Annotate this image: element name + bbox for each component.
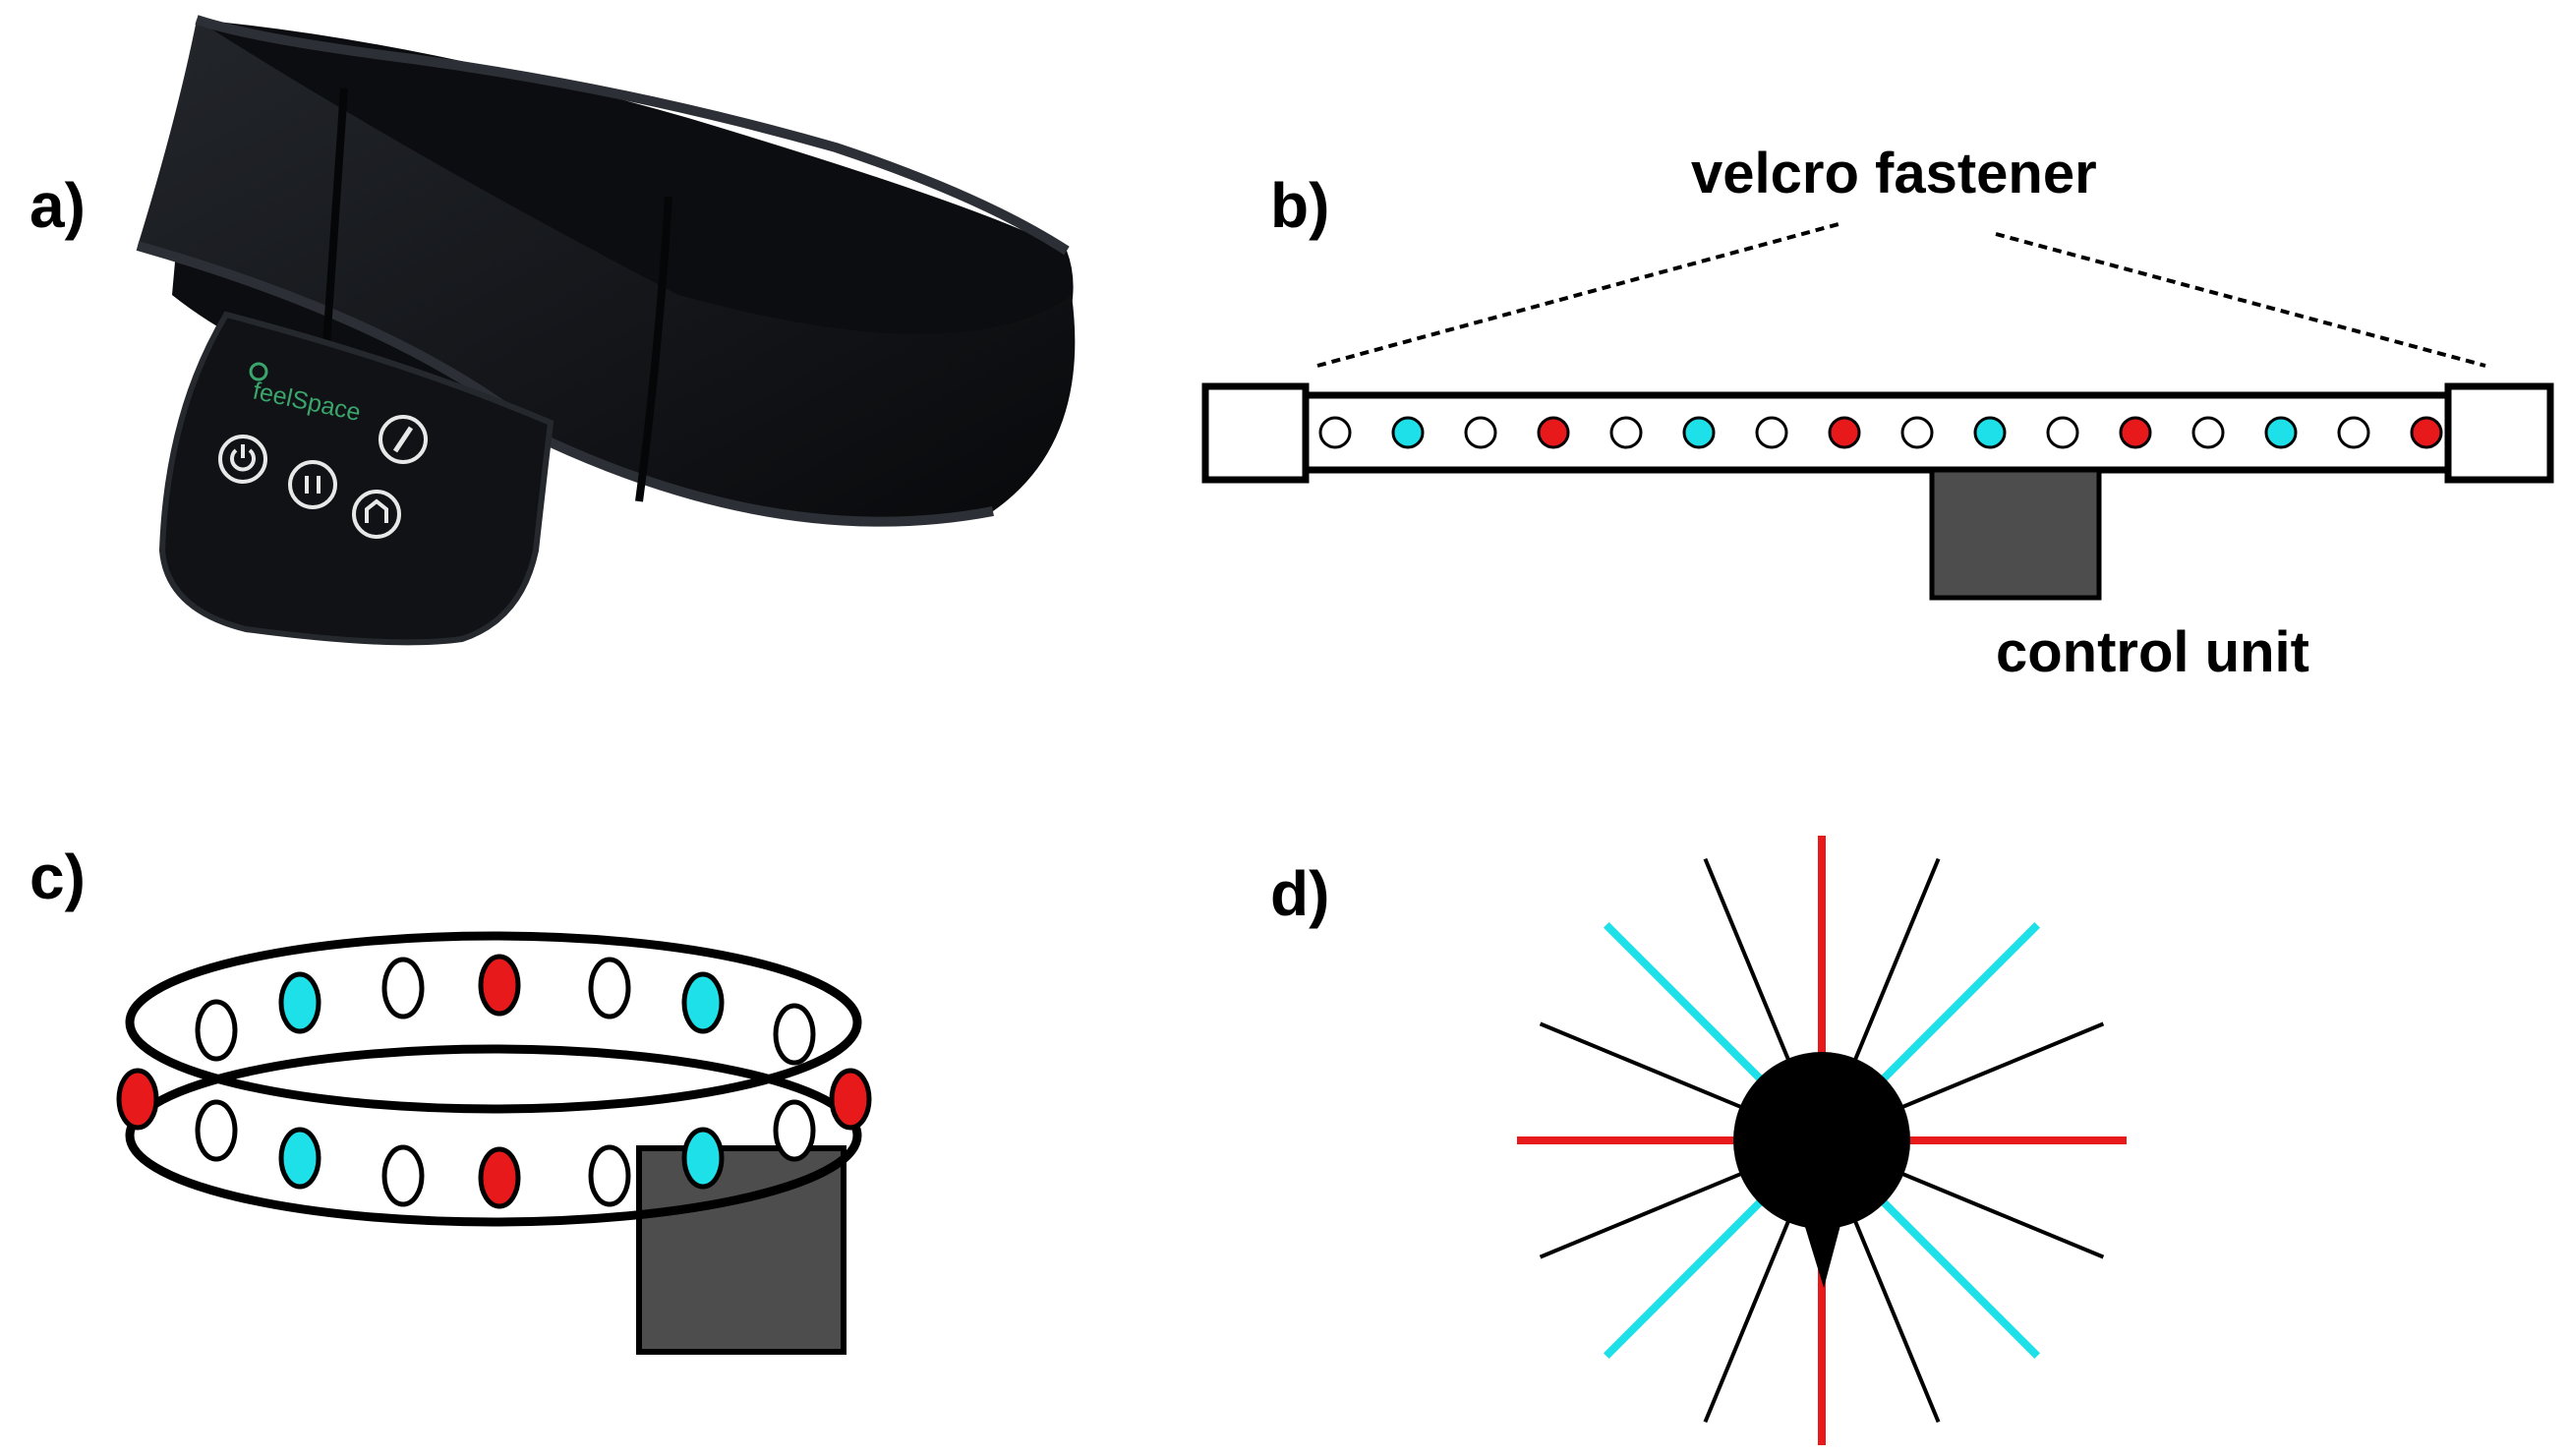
ring-upper [125, 931, 862, 1114]
power-icon [218, 435, 267, 484]
velcro-fastener-label: velcro fastener [1691, 142, 2097, 205]
direction-ray [1539, 1138, 1823, 1259]
ring-motor-cyan [681, 1127, 725, 1190]
strap-motor-cyan [2264, 416, 2298, 449]
strap-motor-cyan [1391, 416, 1425, 449]
pause-icon [288, 460, 337, 509]
home-icon [352, 490, 401, 539]
panel-label-c: c) [29, 842, 86, 912]
ring-control-unit [636, 1145, 847, 1355]
ring-motor-white [773, 1099, 816, 1162]
heading-pointer [1801, 1214, 1843, 1288]
direction-ray [1539, 1021, 1823, 1142]
strap-motor-white [1318, 416, 1352, 449]
direction-ray [1819, 1137, 2041, 1360]
direction-ray [1603, 921, 1825, 1143]
ring-lower [125, 1044, 862, 1227]
strap-motor-white [1755, 416, 1788, 449]
strap-motor-white [2337, 416, 2370, 449]
strap-motor-red [2119, 416, 2152, 449]
direction-ray [1821, 1021, 2105, 1142]
ring-motor-white [381, 1144, 425, 1207]
strap-motor-white [2046, 416, 2079, 449]
ring-motor-white [773, 1003, 816, 1066]
direction-ray [1603, 1137, 1825, 1360]
feelspace-logo: feelSpace [249, 362, 364, 427]
control-unit [1929, 467, 2102, 601]
panel-label-a: a) [29, 170, 86, 241]
velcro-callout-left [1316, 222, 1839, 368]
strap [1302, 391, 2452, 474]
direction-ray [1703, 1139, 1824, 1424]
strap-motor-red [1537, 416, 1570, 449]
ring-motor-red [829, 1068, 872, 1131]
panel-label-b: b) [1270, 170, 1330, 241]
center-blob [1733, 1052, 1910, 1229]
strap-motor-red [2410, 416, 2443, 449]
ring-motor-white [195, 999, 238, 1062]
ring-motor-cyan [278, 971, 321, 1034]
control-unit-label: control unit [1996, 620, 2309, 684]
strap-motor-white [1464, 416, 1497, 449]
strap-motor-white [2191, 416, 2225, 449]
strap-motor-red [1828, 416, 1861, 449]
ring-motor-white [381, 957, 425, 1019]
belt-flap [158, 311, 555, 646]
ring-motor-red [478, 1146, 521, 1209]
ring-motor-cyan [681, 971, 725, 1034]
velcro-pad-left [1201, 382, 1310, 484]
direction-ray [1819, 921, 2041, 1143]
compass-icon [379, 415, 428, 464]
belt-band [138, 20, 1076, 522]
strap-motor-cyan [1682, 416, 1716, 449]
brand-text: feelSpace [251, 377, 364, 427]
ring-motor-red [116, 1068, 159, 1131]
velcro-pad-right [2444, 382, 2554, 484]
ring-motor-cyan [278, 1127, 321, 1190]
ring-motor-red [478, 954, 521, 1017]
velcro-callout-right [1995, 232, 2486, 368]
ring-motor-white [588, 1144, 631, 1207]
strap-motor-white [1900, 416, 1934, 449]
direction-ray [1821, 1138, 2105, 1259]
direction-ray [1820, 1139, 1941, 1424]
direction-ray [1703, 857, 1824, 1141]
ring-motor-white [195, 1099, 238, 1162]
strap-motor-white [1609, 416, 1643, 449]
belt-back [172, 20, 1074, 444]
strap-motor-cyan [1973, 416, 2007, 449]
panel-label-d: d) [1270, 858, 1330, 929]
direction-ray [1820, 857, 1941, 1141]
ring-motor-white [588, 957, 631, 1019]
